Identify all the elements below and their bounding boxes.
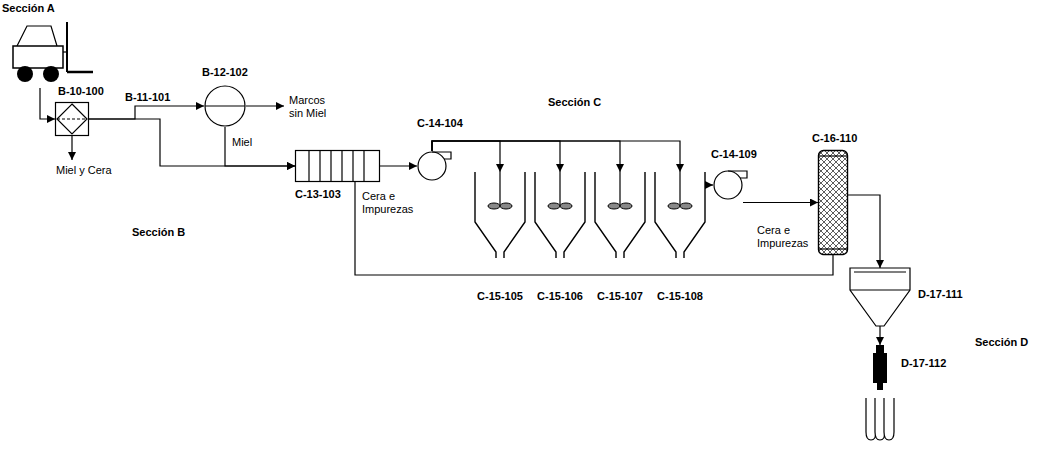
equipment-tag: C-14-104 [417, 117, 463, 130]
flow-line [89, 106, 204, 119]
equipment-tag: D-17-111 [918, 288, 963, 301]
mixer-tank: C-15-105 [475, 172, 525, 258]
equipment-tag: C-15-106 [537, 290, 583, 303]
filter: B-10-100 [55, 102, 89, 136]
equipment-tag: C-15-105 [477, 290, 523, 303]
section-label: Sección B [132, 226, 185, 239]
flow-line [743, 202, 818, 203]
mixer-tank-symbol [595, 172, 645, 258]
filler: D-17-112 [873, 345, 887, 390]
flow-line [879, 326, 880, 345]
equipment-tag: C-16-110 [812, 132, 857, 145]
section-label: Sección A [2, 2, 55, 15]
hopper: D-17-111 [850, 268, 910, 326]
flow-line [89, 119, 295, 166]
process-lines [72, 106, 833, 275]
stream-label: Miel [232, 136, 252, 149]
centrifuge: B-12-102 [204, 85, 246, 127]
stream-label: Cera e Impurezas [757, 224, 813, 250]
equipment-tag: C-13-103 [295, 188, 341, 201]
pump: C-14-109 [713, 170, 743, 200]
section-label: B-11-101 [125, 91, 170, 104]
forklift-symbol [5, 22, 95, 88]
flow-line [225, 127, 295, 166]
filler-symbol [873, 345, 887, 390]
flow-line [432, 141, 680, 172]
pump: C-14-104 [417, 151, 447, 181]
equipment-tag: C-15-107 [597, 290, 643, 303]
stream-label: Miel y Cera [56, 164, 112, 177]
equipment-tag: D-17-112 [901, 357, 946, 370]
pump-symbol [417, 151, 447, 181]
centrifuge-symbol [204, 85, 246, 127]
flow-line [380, 165, 417, 166]
flow-line [432, 141, 620, 172]
filter-column-symbol [818, 150, 848, 255]
flow-line [40, 88, 55, 119]
output-arrow [71, 136, 72, 160]
settling-tank: C-13-103 [295, 150, 380, 182]
settling-tank-symbol [295, 150, 380, 182]
mixer-tank: C-15-106 [535, 172, 585, 258]
mixer-tank: C-15-108 [655, 172, 705, 258]
pump-symbol [713, 170, 743, 200]
output-arrow [246, 105, 284, 106]
mixer-tank-symbol [535, 172, 585, 258]
equipment-tag: C-15-108 [657, 290, 703, 303]
filter-symbol [55, 102, 89, 136]
waste-line [355, 182, 833, 275]
stream-label: Marcos sin Miel [289, 94, 341, 120]
section-label: Sección D [975, 336, 1028, 349]
equipment-tag: B-10-100 [58, 85, 104, 98]
equipment-tag: B-12-102 [202, 66, 248, 79]
stream-label: Cera e Impurezas [362, 190, 420, 216]
jar [884, 398, 894, 440]
section-label: Sección C [548, 96, 601, 109]
flow-line [432, 141, 560, 172]
flow-line [705, 184, 713, 185]
equipment-tag: C-14-109 [711, 148, 757, 161]
flow-line [848, 195, 880, 268]
filter-column: C-16-110 [818, 150, 848, 255]
jars [866, 398, 894, 440]
mixer-tank: C-15-107 [595, 172, 645, 258]
mixer-tank-symbol [475, 172, 525, 258]
mixer-tank-symbol [655, 172, 705, 258]
forklift: Sección A [5, 22, 95, 88]
hopper-symbol [850, 268, 910, 326]
